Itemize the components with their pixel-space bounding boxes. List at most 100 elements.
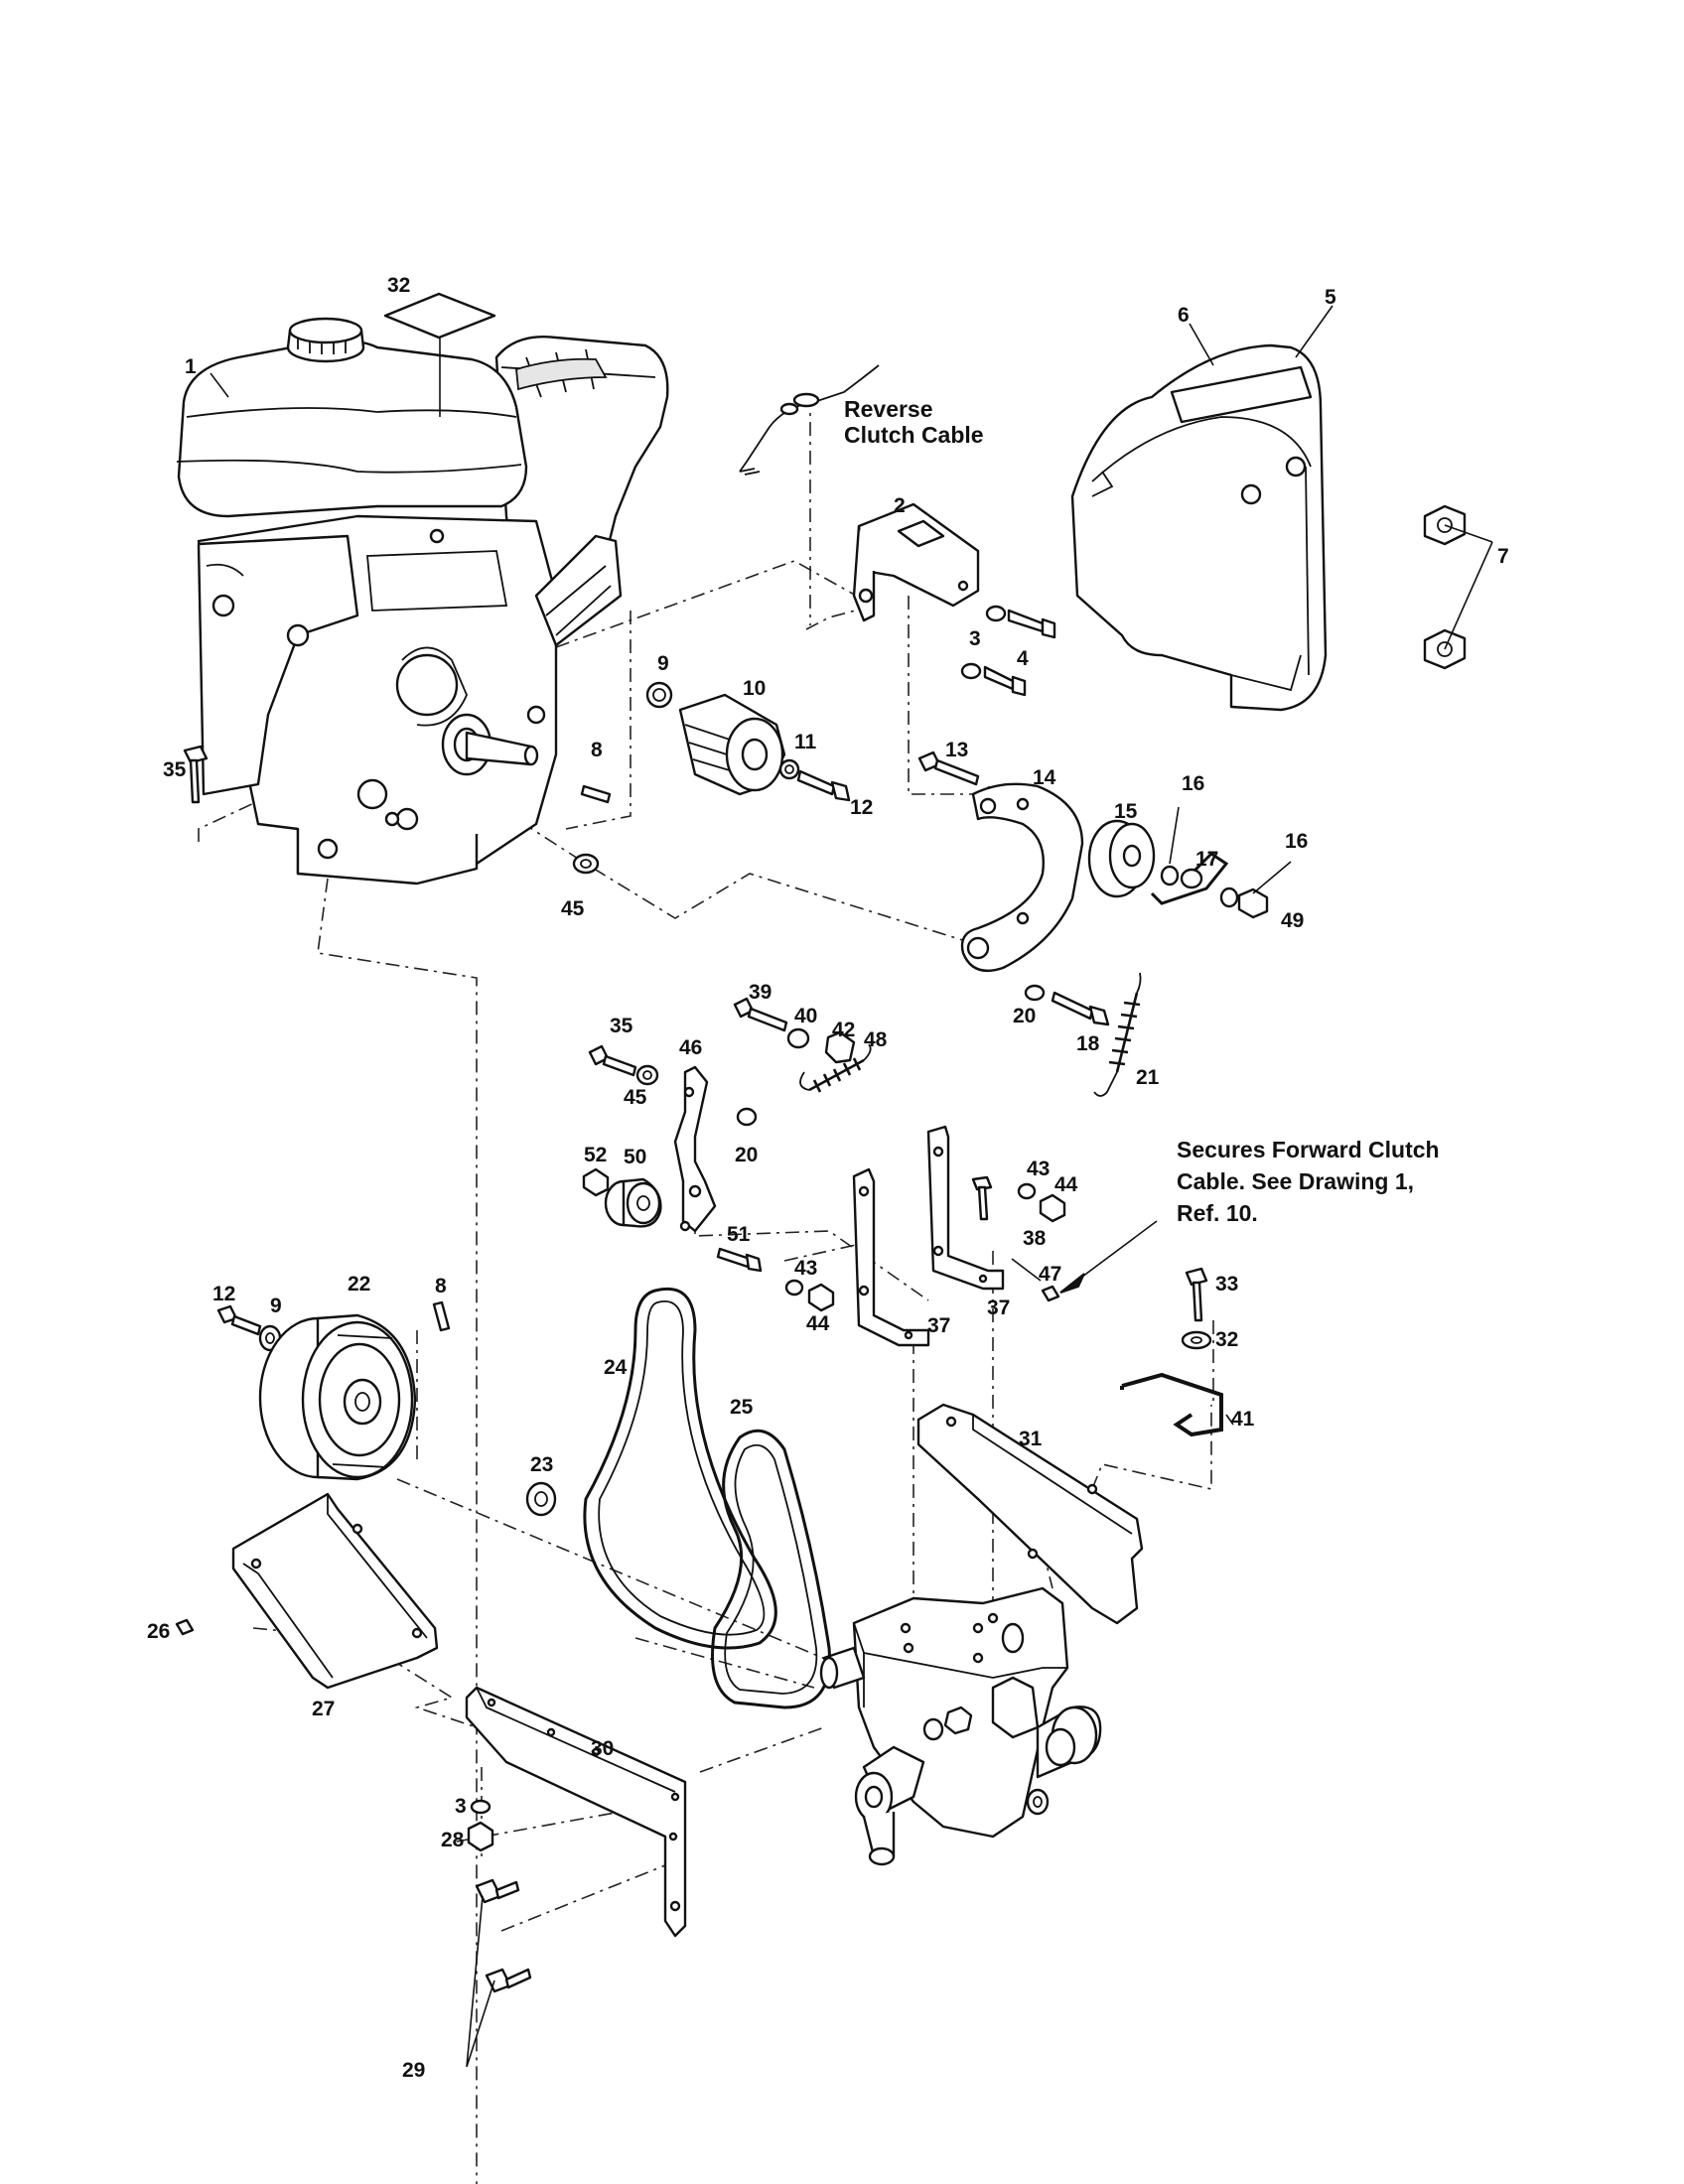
note-reverse-line2: Clutch Cable: [844, 422, 984, 448]
idler-arm-14: [960, 782, 1084, 973]
callout-24: 24: [604, 1356, 628, 1379]
washer-nut-43-44-upper: [1017, 1182, 1066, 1223]
washer-11: [778, 758, 800, 780]
callout-40: 40: [794, 1005, 817, 1027]
callout-42: 42: [832, 1019, 855, 1041]
note-reverse-line1: Reverse: [844, 396, 933, 422]
callout-45-mid: 45: [624, 1086, 647, 1109]
callout-35-mid: 35: [610, 1015, 633, 1037]
callout-52: 52: [584, 1144, 607, 1166]
spring-21: [1093, 972, 1142, 1097]
leader-lines: [210, 305, 1493, 2068]
washer-32: [1181, 1330, 1212, 1350]
bolt-33: [1185, 1267, 1208, 1322]
bolt-35-left: [183, 745, 209, 804]
callout-47: 47: [1039, 1263, 1061, 1286]
forward-clutch-cable-note: Secures Forward Clutch Cable. See Drawin…: [1177, 1137, 1440, 1226]
bolt-12-upper: [796, 769, 851, 802]
callout-37-left: 37: [927, 1314, 950, 1337]
callout-36: 32: [387, 274, 410, 297]
washer-40: [786, 1027, 810, 1049]
washer-3-lower: [470, 1799, 491, 1815]
callout-37-right: 37: [987, 1297, 1010, 1319]
callout-20-mid: 20: [735, 1144, 758, 1166]
bolt-12-lower: [216, 1304, 262, 1336]
callout-35-left: 35: [163, 758, 187, 781]
shift-rod-41: [1120, 1372, 1223, 1437]
callout-23: 23: [530, 1453, 553, 1476]
callout-26: 26: [147, 1620, 170, 1643]
callout-44-lower: 44: [806, 1312, 830, 1335]
bolt-35-mid: [588, 1044, 637, 1077]
callout-32: 32: [1215, 1328, 1238, 1351]
callout-49: 49: [1281, 909, 1304, 932]
bolt-39: [733, 997, 788, 1032]
callout-7: 7: [1497, 545, 1509, 568]
note-forward-line3: Ref. 10.: [1177, 1200, 1258, 1226]
callout-20-upper: 20: [1013, 1005, 1036, 1027]
idler-bracket-46: [673, 1065, 717, 1233]
screw-47: [1041, 1285, 1060, 1302]
callout-51: 51: [727, 1223, 751, 1246]
callout-8-lower: 8: [435, 1275, 447, 1297]
belt-guard-6: [1070, 343, 1328, 712]
transmission-pulley-22: [258, 1313, 417, 1481]
key-8-upper: [580, 784, 612, 804]
washer-20-mid: [736, 1107, 758, 1127]
washer-bolt-3-4-upper: [985, 605, 1056, 639]
callout-38: 38: [1023, 1227, 1047, 1250]
callout-8-upper: 8: [591, 739, 603, 761]
key-8-lower: [432, 1300, 451, 1332]
callout-29: 29: [402, 2059, 425, 2082]
callout-46: 46: [679, 1036, 702, 1059]
callout-44-upper: 44: [1054, 1173, 1078, 1196]
nut-52: [582, 1167, 610, 1197]
callout-14: 14: [1033, 766, 1056, 789]
callout-27: 27: [312, 1698, 335, 1720]
washer-16-left: [1160, 865, 1180, 887]
nut-28: [467, 1821, 494, 1852]
washer-23: [525, 1481, 557, 1517]
callout-33: 33: [1215, 1273, 1238, 1296]
bolt-13: [917, 751, 980, 786]
transmission: [819, 1586, 1102, 1866]
callout-2: 2: [894, 494, 906, 517]
reverse-clutch-cable: [739, 364, 880, 476]
callout-18: 18: [1076, 1032, 1100, 1055]
spacer-9-upper: [645, 681, 673, 709]
bolt-38: [971, 1175, 993, 1221]
angle-bracket-37-right: [926, 1125, 1005, 1291]
angle-bracket-37-left: [852, 1167, 930, 1347]
washer-bolt-20-18: [1024, 984, 1110, 1026]
idler-pulley-15: [1087, 819, 1156, 898]
mounting-bracket-30: [465, 1686, 687, 1938]
note-forward-line2: Cable. See Drawing 1,: [1177, 1168, 1414, 1194]
decal-36: [383, 292, 496, 417]
reverse-clutch-cable-note: Reverse Clutch Cable: [844, 396, 984, 448]
washer-45-left: [572, 853, 600, 875]
callout-12-lower: 12: [212, 1283, 235, 1305]
callout-13: 13: [945, 739, 968, 761]
forward-cable-arrow: [1059, 1220, 1158, 1294]
note-forward-line1: Secures Forward Clutch: [1177, 1137, 1440, 1162]
callout-22: 22: [348, 1273, 370, 1296]
callout-labels: 32 1 2 3 4 5 6 7 8 9 10 11 12 13 14 15 1…: [147, 274, 1509, 2082]
callout-48: 48: [864, 1028, 888, 1051]
callout-4: 4: [1017, 647, 1029, 670]
callout-30: 30: [591, 1737, 614, 1760]
callout-11: 11: [794, 731, 817, 753]
callout-9-upper: 9: [657, 652, 669, 675]
v-belt-25: [711, 1429, 831, 1709]
mounting-bracket-31: [916, 1403, 1144, 1625]
callout-12-upper: 12: [850, 796, 873, 819]
callout-45-left: 45: [561, 897, 585, 920]
callout-17: 17: [1195, 848, 1218, 871]
washer-nut-43-44-lower: [784, 1279, 835, 1312]
callout-6: 6: [1178, 304, 1190, 327]
bracket-2: [852, 502, 980, 622]
spring-48: [799, 1043, 872, 1093]
callout-3-upper: 3: [969, 627, 981, 650]
callout-9-lower: 9: [270, 1295, 282, 1317]
washer-45-mid: [635, 1064, 659, 1086]
screw-26: [175, 1618, 195, 1636]
